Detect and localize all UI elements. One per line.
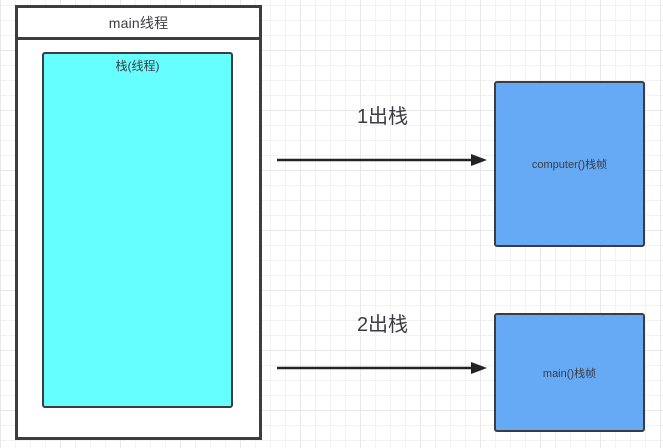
main-thread-container: main线程 栈(线程) <box>15 5 262 440</box>
thread-header-label: main线程 <box>108 14 169 31</box>
thread-stack-box: 栈(线程) <box>42 52 233 408</box>
pop-arrow-label-2: 2出栈 <box>356 314 409 336</box>
thread-header: main线程 <box>18 8 259 40</box>
stack-frame-computer-label: computer()栈帧 <box>531 159 608 171</box>
stack-frame-main-label: main()栈帧 <box>542 367 597 380</box>
thread-stack-label: 栈(线程) <box>115 59 160 73</box>
pop-arrow-icon-1 <box>277 154 487 166</box>
pop-arrow-group-1: 1出栈 <box>275 100 490 170</box>
pop-arrow-group-2: 2出栈 <box>275 308 490 378</box>
stack-frame-computer: computer()栈帧 <box>494 81 645 247</box>
stack-frame-main: main()栈帧 <box>494 313 645 432</box>
pop-arrow-label-1: 1出栈 <box>356 106 409 128</box>
pop-arrow-icon-2 <box>277 362 487 374</box>
